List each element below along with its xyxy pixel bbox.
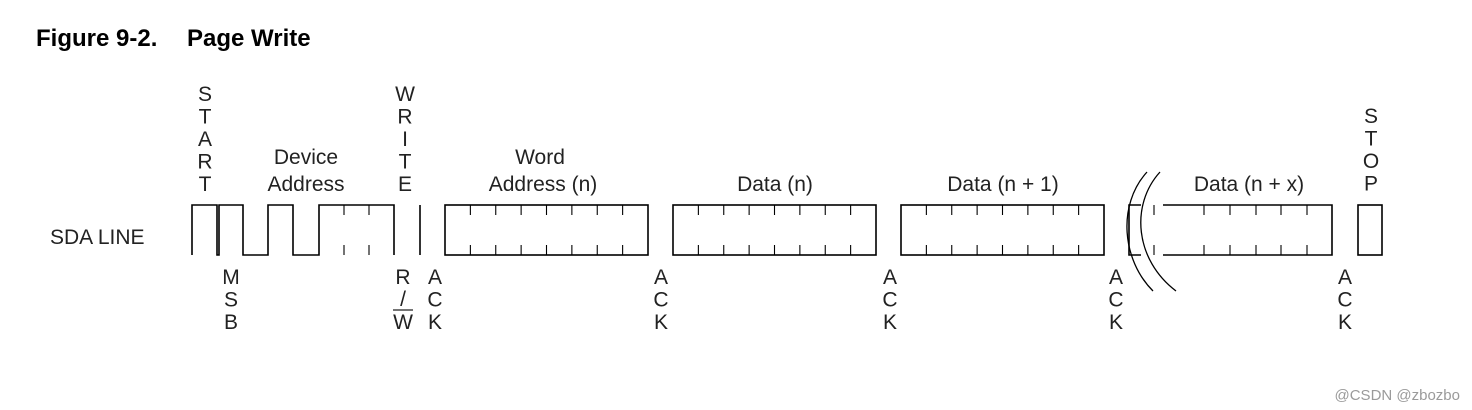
bit-ticks — [343, 205, 1308, 255]
rw-label-w: W — [393, 311, 413, 334]
word-address-label-1: Word — [515, 146, 565, 169]
figure-number: Figure 9-2. — [36, 25, 157, 52]
break-mark-right — [1140, 171, 1177, 292]
data-nx-label: Data (n + x) — [1194, 173, 1304, 196]
watermark: @CSDN @zbozbo — [1335, 387, 1461, 404]
word-address-label-2: Address (n) — [489, 173, 598, 196]
data-n-label: Data (n) — [737, 173, 813, 196]
device-address-label-2: Address — [267, 173, 344, 196]
figure-title: Page Write — [187, 25, 311, 52]
rw-label-r: R — [395, 266, 410, 289]
rw-label-slash: / — [400, 288, 406, 311]
data-nx-frame-left — [1128, 204, 1141, 256]
sda-line-label: SDA LINE — [50, 226, 145, 249]
sda-waveform — [191, 204, 395, 256]
data-n1-label: Data (n + 1) — [947, 173, 1058, 196]
data-nx-frame-right — [1163, 204, 1333, 256]
stop-frame — [1357, 204, 1383, 256]
break-mark-left — [1126, 171, 1154, 292]
device-address-label-1: Device — [274, 146, 338, 169]
